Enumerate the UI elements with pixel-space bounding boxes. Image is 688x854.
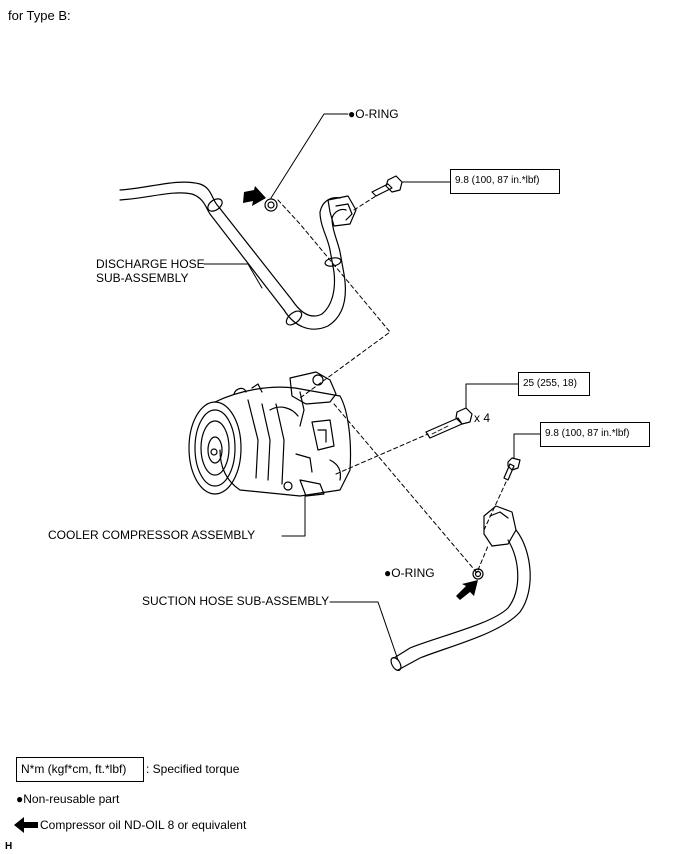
compressor-illustration [188, 371, 352, 497]
legend-oil-arrow-icon [14, 817, 38, 833]
legend-torque-unit-box: N*m (kgf*cm, ft.*lbf) [16, 757, 144, 782]
o-ring-top [264, 198, 278, 212]
legend-torque-desc: : Specified torque [146, 762, 240, 776]
bolt-top-illustration [371, 175, 403, 197]
compressor-label: COOLER COMPRESSOR ASSEMBLY [48, 528, 256, 542]
torque-box-suction: 9.8 (100, 87 in.*lbf) [540, 422, 650, 447]
oil-arrow-bottom [456, 580, 478, 600]
footer-code: H [5, 841, 13, 852]
legend-oil: Compressor oil ND-OIL 8 or equivalent [40, 818, 247, 832]
o-ring-bottom-label: ●O-RING [384, 566, 435, 580]
oil-arrow-top [243, 186, 266, 206]
o-ring-top-label: ●O-RING [348, 107, 399, 121]
bolt-count-label: x 4 [474, 411, 491, 425]
discharge-hose-illustration [119, 181, 357, 330]
bolt-bottom-illustration [503, 457, 521, 481]
suction-hose-illustration [390, 505, 531, 671]
torque-box-discharge: 9.8 (100, 87 in.*lbf) [450, 169, 560, 194]
page-heading: for Type B: [8, 8, 71, 23]
discharge-hose-label: DISCHARGE HOSE SUB-ASSEMBLY [96, 257, 205, 285]
suction-hose-label: SUCTION HOSE SUB-ASSEMBLY [142, 594, 330, 608]
compressor-bolt-illustration [425, 407, 473, 439]
legend-non-reusable: ●Non-reusable part [16, 792, 120, 806]
torque-box-compressor: 25 (255, 18) [518, 372, 590, 396]
